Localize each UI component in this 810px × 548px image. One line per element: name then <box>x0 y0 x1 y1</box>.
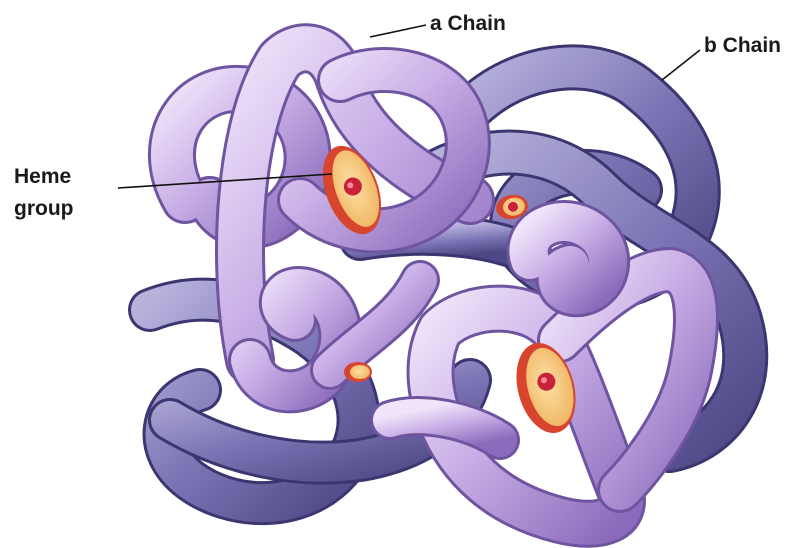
alpha-chain-label: a Chain <box>430 12 506 35</box>
heme-group-lower-left <box>344 362 372 382</box>
beta-chain-label: b Chain <box>704 34 781 57</box>
beta-chain-leader <box>662 50 700 80</box>
alpha-chain-leader <box>370 25 426 37</box>
heme-label-line2: group <box>14 197 73 220</box>
heme-label-line1: Heme <box>14 165 71 188</box>
